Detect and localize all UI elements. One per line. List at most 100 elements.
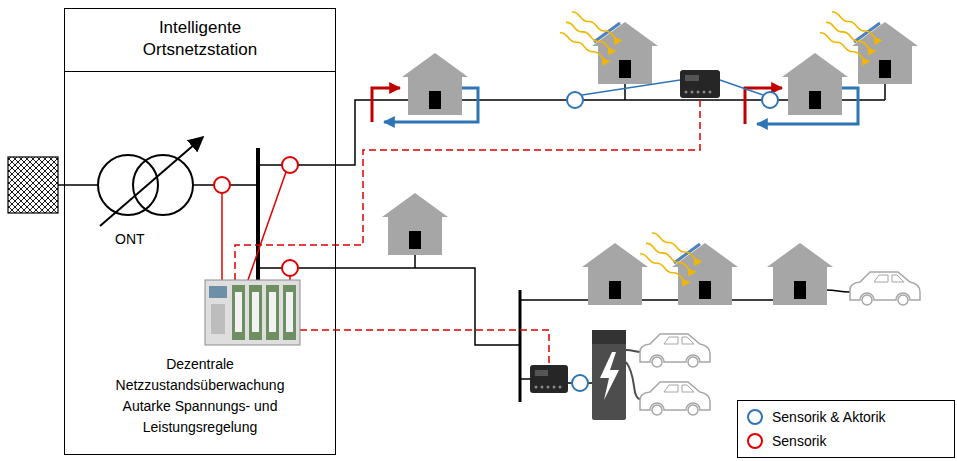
grid-symbol xyxy=(8,157,98,213)
controller-rack xyxy=(252,292,259,332)
house xyxy=(782,53,848,115)
charging-station xyxy=(626,362,642,400)
feeder-wires xyxy=(258,78,885,402)
sensor-actor-circle xyxy=(762,92,778,108)
grid-symbol xyxy=(8,157,58,213)
sun-rays xyxy=(639,232,702,284)
transformer-symbol xyxy=(98,155,158,215)
house xyxy=(582,243,648,305)
sensor-circle xyxy=(214,157,298,276)
measurement-device xyxy=(685,91,688,94)
electric-car xyxy=(640,272,920,415)
controller-rack xyxy=(235,292,242,332)
sensor-actor-circle xyxy=(567,92,583,108)
measurement-device xyxy=(685,75,699,81)
controller-rack xyxy=(249,285,262,340)
communication-dashed xyxy=(235,98,700,280)
controller-rack xyxy=(232,285,245,340)
feeder-wires xyxy=(256,148,260,292)
house xyxy=(767,243,833,305)
charging-station xyxy=(592,330,626,344)
house xyxy=(582,243,648,305)
controller-text-block: Dezentrale NetzzustandsüberwachungAutark… xyxy=(93,354,307,438)
sensor-actor-circle xyxy=(572,375,588,391)
house xyxy=(767,243,833,305)
legend-circle xyxy=(748,434,762,448)
legend-entry: Sensorik & Aktorik xyxy=(746,405,946,429)
house xyxy=(402,53,468,115)
transformer-symbol xyxy=(100,137,203,226)
charging-station xyxy=(592,330,642,420)
legend-text: Sensorik & Aktorik xyxy=(772,409,886,426)
sensor-actor-circle xyxy=(567,92,778,391)
measurement-device xyxy=(530,365,568,393)
legend-swatch xyxy=(746,408,764,426)
legend-text: Sensorik xyxy=(772,433,826,450)
transformer-symbol xyxy=(133,155,193,215)
feeder-wires xyxy=(520,299,800,301)
actor-wires xyxy=(582,80,680,95)
house xyxy=(382,193,448,255)
station-heading: Intelligente Ortsnetzstation xyxy=(65,9,335,72)
communication-dashed xyxy=(235,98,700,365)
sensor-wires xyxy=(248,172,286,280)
measurement-device xyxy=(680,70,720,98)
sensor-circle xyxy=(282,260,298,276)
legend-swatch xyxy=(746,432,764,450)
controller-rack xyxy=(266,285,279,340)
measurement-device xyxy=(680,70,720,98)
sun-rays xyxy=(819,11,882,63)
measurement-device xyxy=(535,386,538,389)
controller-rack xyxy=(205,280,300,345)
legend-circle xyxy=(748,410,762,424)
feeder-wires xyxy=(826,290,850,292)
electric-car xyxy=(640,382,710,415)
sun-rays xyxy=(559,11,622,63)
node-text: Autarke Spannungs- und Leistungsregelung xyxy=(93,396,307,438)
house xyxy=(782,53,848,115)
sun-rays xyxy=(559,11,882,284)
house xyxy=(382,193,448,255)
communication-dashed xyxy=(300,330,549,365)
measurement-device xyxy=(697,91,700,94)
measurement-device xyxy=(541,386,544,389)
measurement-device xyxy=(703,91,706,94)
measurement-device xyxy=(547,386,550,389)
actor-wires xyxy=(582,80,763,95)
actor-wires xyxy=(720,80,763,95)
node-text: Dezentrale Netzzustandsüberwachung xyxy=(93,354,307,396)
measurement-device xyxy=(691,91,694,94)
transformer-symbol xyxy=(98,137,258,226)
power-flow-arrows xyxy=(372,88,858,124)
sensor-circle xyxy=(282,157,298,173)
measurement-device xyxy=(559,386,562,389)
controller-rack xyxy=(205,280,300,345)
electric-car xyxy=(850,272,920,305)
feeder-wires xyxy=(519,290,522,402)
station-box: Intelligente OrtsnetzstationDezentrale N… xyxy=(64,8,336,455)
charging-station xyxy=(600,352,619,400)
measurement-device xyxy=(530,365,568,393)
house xyxy=(402,53,468,115)
controller-rack xyxy=(209,286,227,298)
feeder-wires xyxy=(520,378,530,380)
controller-rack xyxy=(283,285,296,340)
legend-entry: Sensorik xyxy=(746,429,946,453)
power-flow-arrows xyxy=(372,88,400,122)
controller-rack xyxy=(286,292,293,332)
controller-rack xyxy=(269,292,276,332)
sensor-wires xyxy=(222,172,290,280)
sensor-circle xyxy=(214,177,230,193)
controller-rack xyxy=(211,304,225,334)
power-flow-arrows xyxy=(745,88,782,124)
measurement-device xyxy=(709,91,712,94)
electric-car xyxy=(640,334,710,367)
power-flow-arrows xyxy=(757,88,858,124)
charging-station xyxy=(592,330,626,420)
legend-box: Sensorik & AktorikSensorik xyxy=(737,400,955,458)
measurement-device xyxy=(553,386,556,389)
power-flow-arrows xyxy=(384,88,478,122)
sensor-wires xyxy=(221,193,223,280)
transformer-label: ONT xyxy=(115,231,145,248)
